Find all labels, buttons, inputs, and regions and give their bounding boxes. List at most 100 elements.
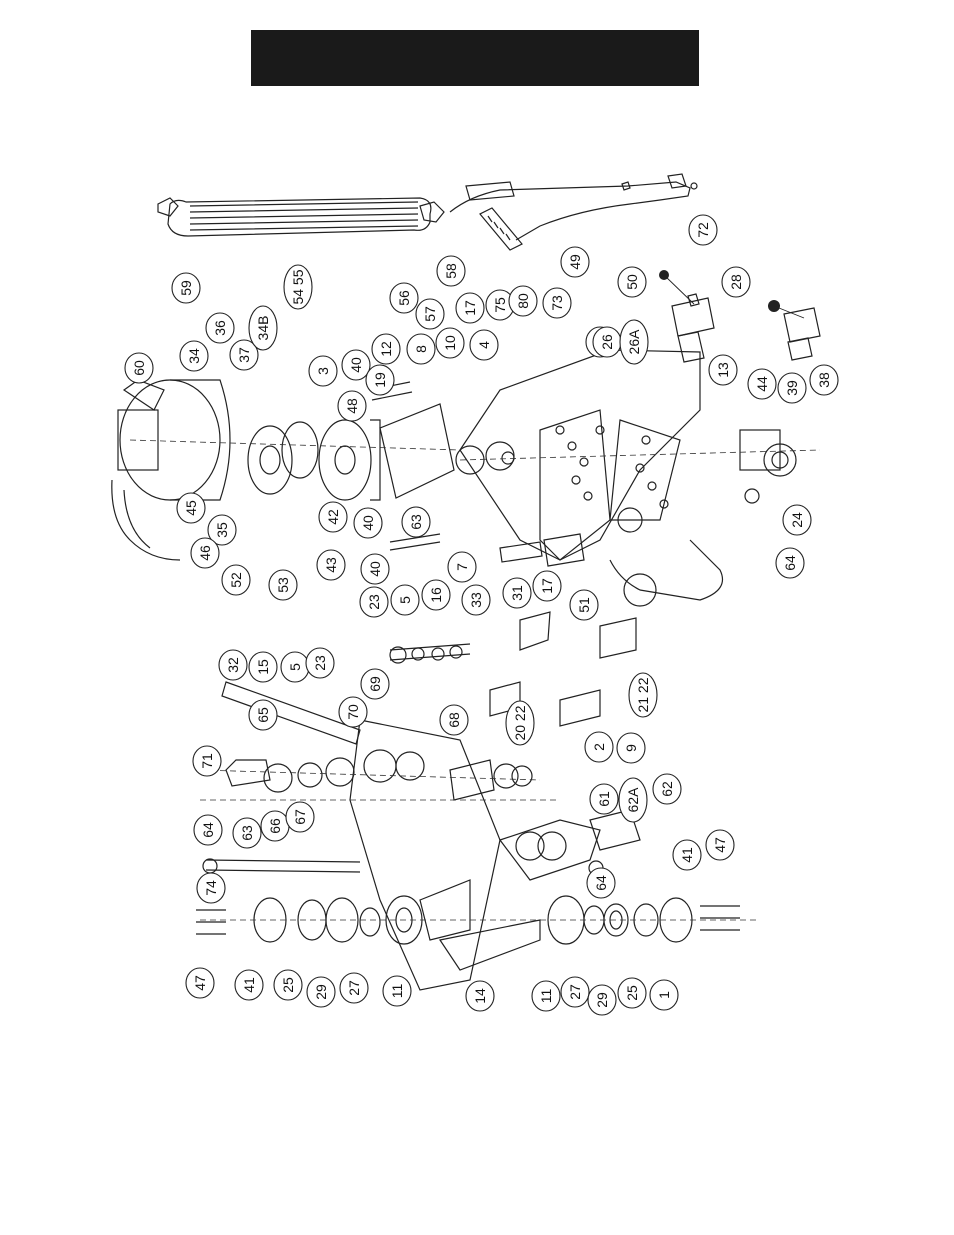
- callout-c52: 52: [222, 565, 250, 595]
- callout-c14: 14: [466, 981, 494, 1011]
- callout-c29a: 29: [307, 977, 335, 1007]
- callout-label: 74: [203, 880, 219, 896]
- callout-c27a: 27: [340, 973, 368, 1003]
- callout-c7: 7: [448, 552, 476, 582]
- callout-label: 42: [325, 509, 341, 525]
- callout-label: 75: [492, 297, 508, 313]
- spring-assembly: [158, 198, 444, 236]
- callout-label: 17: [539, 578, 555, 594]
- callout-label: 47: [192, 975, 208, 991]
- callout-c13: 13: [709, 355, 737, 385]
- callout-label: 44: [754, 376, 770, 392]
- callout-label: 31: [509, 585, 525, 601]
- callout-label: 23: [366, 594, 382, 610]
- callout-label: 27: [346, 980, 362, 996]
- callout-c56: 56: [390, 283, 418, 313]
- callout-c17b: 17: [533, 571, 561, 601]
- callout-label: 20 22: [512, 705, 528, 740]
- callout-c21-22: 21 22: [629, 673, 657, 717]
- valve-right: [768, 300, 820, 360]
- callout-c17a: 17: [456, 293, 484, 323]
- callout-c63b: 63: [233, 818, 261, 848]
- callout-c47b: 47: [186, 968, 214, 998]
- callout-c64c: 64: [587, 868, 615, 898]
- callout-c40b: 40: [354, 508, 382, 538]
- callout-c4: 4: [470, 330, 498, 360]
- callout-label: 66: [267, 818, 283, 834]
- callout-c51: 51: [570, 590, 598, 620]
- callout-label: 5: [287, 663, 303, 671]
- callout-label: 47: [712, 837, 728, 853]
- callout-label: 29: [594, 992, 610, 1008]
- callout-label: 11: [538, 989, 554, 1004]
- callout-c16a: 16: [422, 580, 450, 610]
- callout-label: 14: [472, 988, 488, 1004]
- callout-label: 38: [816, 372, 832, 388]
- callout-label: 43: [323, 557, 339, 573]
- callout-c80: 80: [509, 286, 537, 316]
- callout-label: 9: [623, 744, 639, 752]
- callout-label: 12: [378, 341, 394, 357]
- callout-c27b: 27: [561, 977, 589, 1007]
- callout-c36: 36: [206, 313, 234, 343]
- sprocket-frame: [456, 350, 796, 606]
- callout-label: 34B: [255, 316, 271, 341]
- callout-c59: 59: [172, 273, 200, 303]
- callout-c64b: 64: [194, 815, 222, 845]
- callout-label: 34: [186, 348, 202, 364]
- callout-c11b: 11: [532, 981, 560, 1011]
- callout-label: 41: [241, 977, 257, 993]
- callout-c25b: 25: [618, 978, 646, 1008]
- callout-label: 57: [422, 306, 438, 322]
- part-callouts: 5954 55565758497250286034363734B34019124…: [125, 215, 838, 1015]
- callout-c61: 61: [590, 784, 618, 814]
- callout-label: 27: [567, 984, 583, 1000]
- callout-label: 33: [468, 592, 484, 608]
- callout-c53: 53: [269, 570, 297, 600]
- callout-label: 41: [679, 847, 695, 863]
- callout-label: 65: [255, 707, 271, 723]
- callout-label: 32: [225, 657, 241, 673]
- callout-c32: 32: [219, 650, 247, 680]
- callout-c10: 10: [436, 328, 464, 358]
- callout-c38: 38: [810, 365, 838, 395]
- callout-c23b: 23: [306, 648, 334, 678]
- callout-label: 4: [476, 341, 492, 349]
- callout-c68: 68: [440, 705, 468, 735]
- callout-c47a: 47: [706, 830, 734, 860]
- callout-c45: 45: [177, 493, 205, 523]
- callout-label: 62A: [625, 787, 641, 813]
- callout-c60: 60: [125, 353, 153, 383]
- callout-c1: 1: [650, 980, 678, 1010]
- callout-c5a: 5: [391, 585, 419, 615]
- rods-and-spacers: [370, 382, 636, 726]
- callout-label: 26A: [626, 329, 642, 355]
- callout-label: 72: [695, 222, 711, 238]
- callout-label: 1: [656, 991, 672, 999]
- callout-label: 19: [372, 372, 388, 388]
- callout-label: 73: [549, 295, 565, 311]
- callout-c9: 9: [617, 733, 645, 763]
- callout-label: 15: [255, 659, 271, 675]
- callout-c40a: 40: [342, 350, 370, 380]
- callout-c63a: 63: [402, 507, 430, 537]
- callout-label: 37: [236, 347, 252, 363]
- callout-c33: 33: [462, 585, 490, 615]
- callout-label: 28: [728, 274, 744, 290]
- callout-label: 64: [593, 875, 609, 891]
- callout-label: 7: [454, 563, 470, 571]
- callout-label: 40: [367, 561, 383, 577]
- callout-c49: 49: [561, 247, 589, 277]
- callout-label: 51: [576, 597, 592, 613]
- callout-c41b: 41: [235, 970, 263, 1000]
- callout-c19: 19: [366, 365, 394, 395]
- callout-label: 61: [596, 791, 612, 807]
- callout-label: 17: [462, 300, 478, 316]
- callout-c72: 72: [689, 215, 717, 245]
- callout-label: 3: [315, 367, 331, 375]
- callout-label: 70: [345, 704, 361, 720]
- callout-c42: 42: [319, 502, 347, 532]
- callout-c12: 12: [372, 334, 400, 364]
- callout-label: 68: [446, 712, 462, 728]
